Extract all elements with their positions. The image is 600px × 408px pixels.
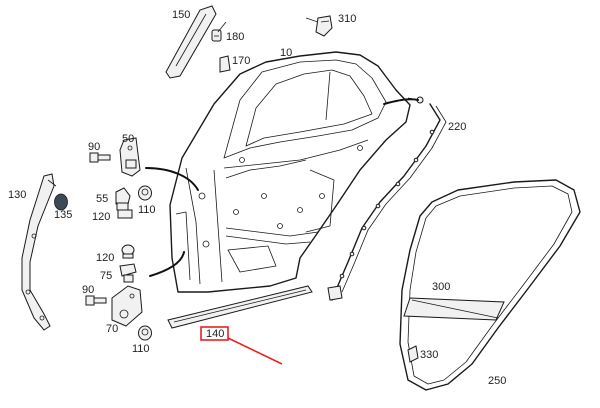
callout-110-lower: 110	[132, 343, 150, 355]
callout-90-upper: 90	[88, 141, 100, 153]
door-weatherstrip	[399, 179, 581, 391]
callout-50: 50	[122, 133, 134, 145]
clip-330	[407, 345, 419, 363]
hinge-70	[111, 285, 143, 327]
nut-110-upper	[138, 185, 152, 201]
window-channel-seal	[327, 96, 447, 301]
stud-120-lower	[121, 244, 135, 259]
highlight-box	[200, 326, 229, 341]
callout-70: 70	[106, 323, 118, 335]
pointer-arrow	[227, 337, 283, 365]
sill-trim-140	[167, 285, 313, 329]
callout-220: 220	[448, 121, 466, 133]
callout-120-lower: 120	[96, 252, 114, 264]
hinge-50	[119, 137, 141, 177]
pillar-trim-strip	[165, 5, 217, 79]
callout-110-upper: 110	[138, 204, 156, 216]
bolt-90-upper	[89, 152, 111, 163]
door-shell	[169, 51, 411, 293]
callout-300: 300	[432, 281, 450, 293]
leader-lines	[47, 17, 419, 277]
callout-330: 330	[420, 349, 438, 361]
callout-55: 55	[96, 193, 108, 205]
nut-110-lower	[138, 325, 152, 341]
stud-120-upper	[117, 209, 133, 219]
callout-250: 250	[488, 375, 506, 387]
callout-130: 130	[8, 189, 26, 201]
cap-170	[219, 55, 231, 73]
bracket-310	[315, 15, 333, 37]
callout-75: 75	[100, 270, 112, 282]
callout-120-upper: 120	[92, 211, 110, 223]
callout-90-lower: 90	[82, 284, 94, 296]
callout-135: 135	[54, 209, 72, 221]
bumper-55	[115, 187, 131, 211]
clip-180	[211, 29, 222, 42]
bolt-90-lower	[85, 295, 107, 306]
pillar-trim-130	[21, 173, 55, 331]
callout-140: 140	[206, 328, 224, 340]
grommet-135	[54, 193, 68, 211]
callout-150: 150	[172, 9, 190, 21]
callout-170: 170	[232, 55, 250, 67]
bumper-75	[119, 263, 137, 283]
callout-310: 310	[338, 13, 356, 25]
callout-10: 10	[280, 47, 292, 59]
callout-180: 180	[226, 31, 244, 43]
label-plate-300	[403, 297, 505, 321]
callout-labels: 150 180 170 310 10 220 90 50 130 135 55 …	[8, 9, 506, 387]
